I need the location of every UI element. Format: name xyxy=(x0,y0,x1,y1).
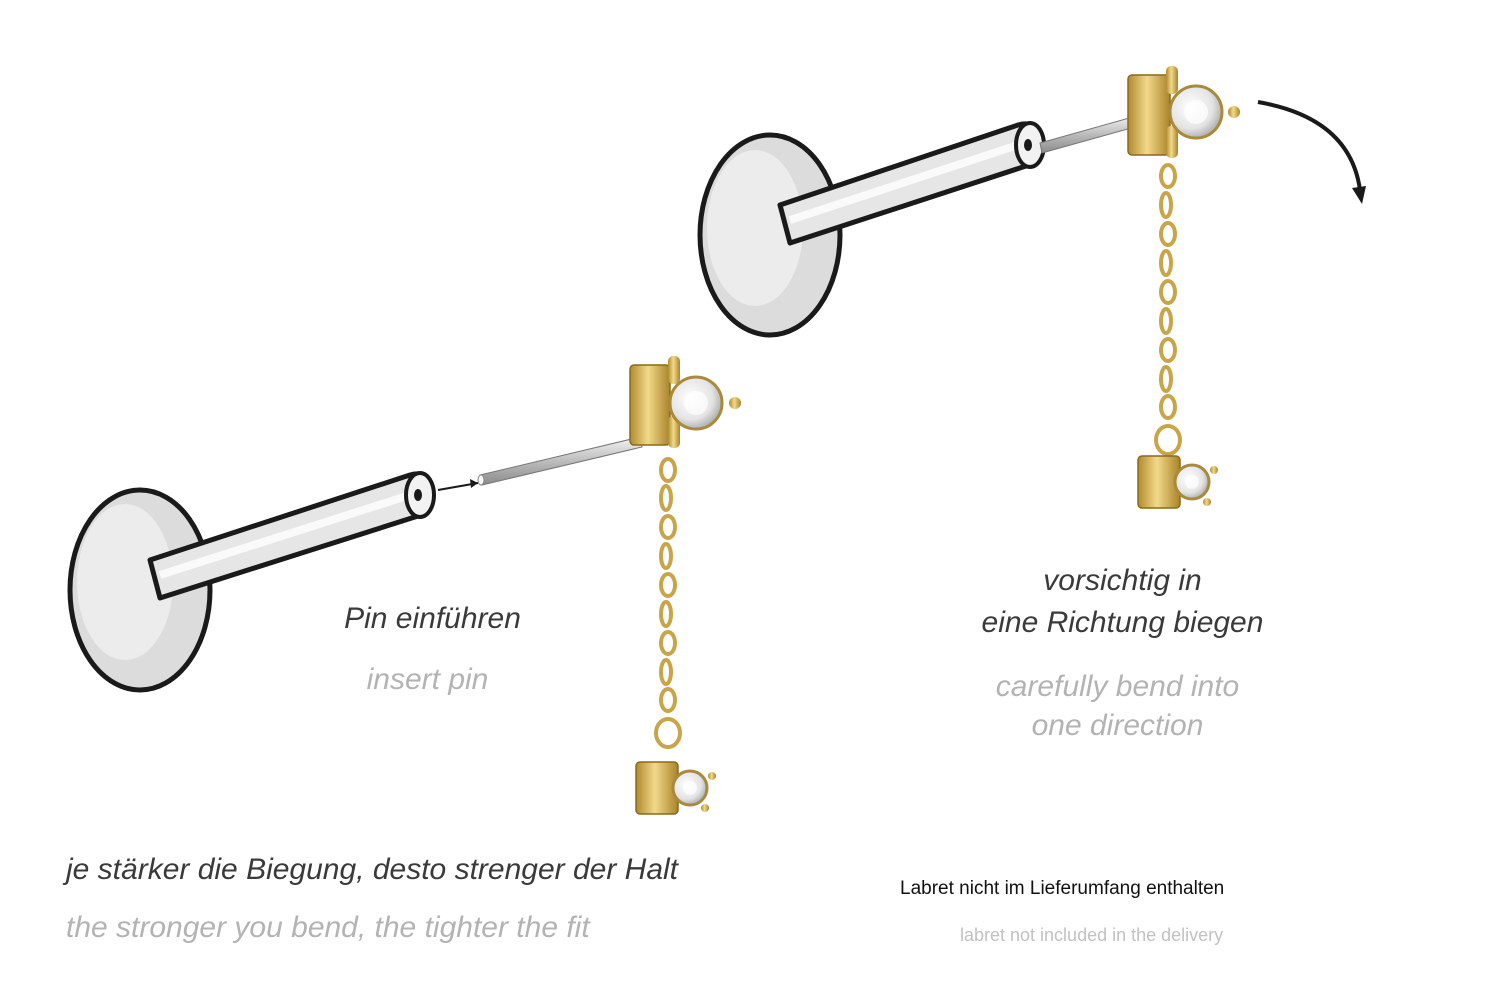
gold-top-step2 xyxy=(1127,66,1240,158)
labret-note-en: labret not included in the delivery xyxy=(960,925,1224,945)
bend-arrow xyxy=(1257,100,1366,204)
step2-label-de-line1: vorsichtig in xyxy=(1043,564,1202,597)
step2-label-de-line2: eine Richtung biegen xyxy=(981,606,1264,639)
dangle-charm-step1 xyxy=(635,761,716,815)
labret-base-step2 xyxy=(697,121,1046,338)
labret-note-de: Labret nicht im Lieferumfang enthalten xyxy=(900,878,1225,899)
gold-top-step1 xyxy=(629,356,741,448)
step1-label-en: insert pin xyxy=(366,663,489,696)
chain-step2 xyxy=(1154,163,1182,456)
dangle-charm-step2 xyxy=(1137,455,1218,509)
chain-step1 xyxy=(654,457,682,749)
step2-label-en-line1: carefully bend into xyxy=(995,670,1240,703)
labret-base-step1 xyxy=(67,471,436,693)
tip-label-de: je stärker die Biegung, desto strenger d… xyxy=(66,853,678,886)
tip-label-en: the stronger you bend, the tighter the f… xyxy=(66,911,590,944)
step2-label-en-line2: one direction xyxy=(1031,709,1204,742)
pin-step2 xyxy=(1039,114,1143,154)
step1-label-de: Pin einführen xyxy=(344,602,521,635)
pin-step1 xyxy=(477,436,643,486)
insert-arrow xyxy=(437,479,479,491)
